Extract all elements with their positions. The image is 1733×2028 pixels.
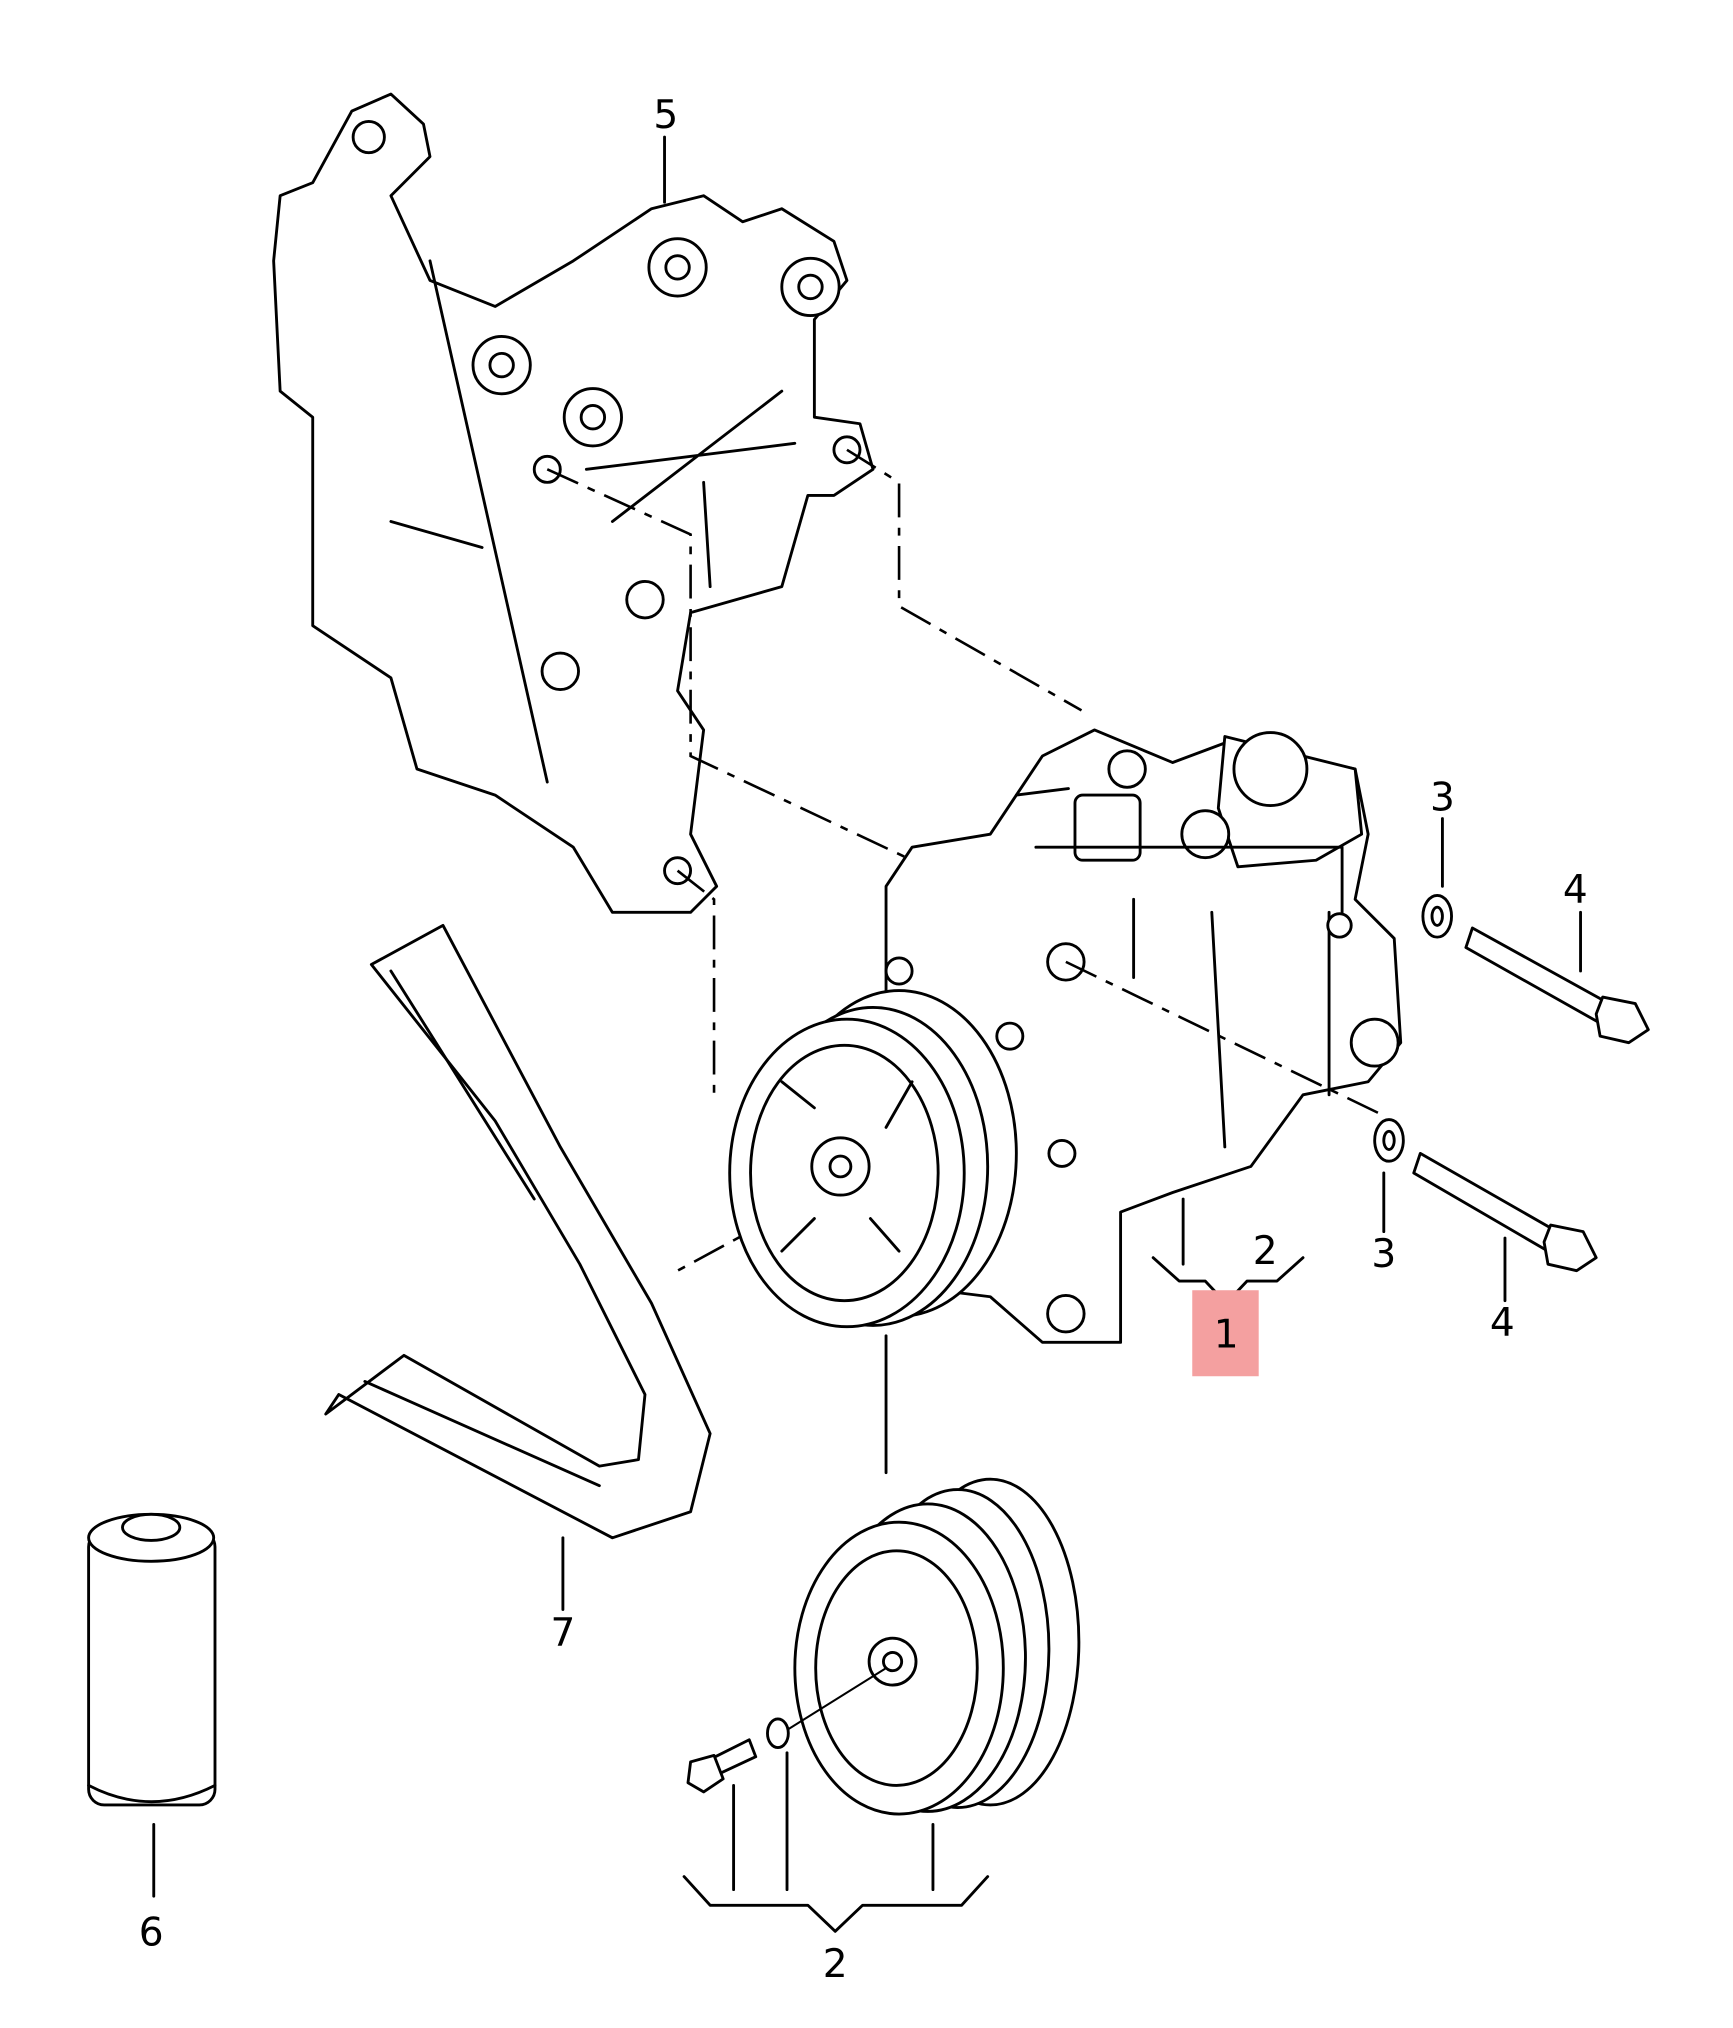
oil-can[interactable] xyxy=(87,1512,217,1807)
callout-3-lower[interactable]: 3 xyxy=(1371,1232,1396,1277)
callout-5[interactable]: 5 xyxy=(653,93,678,138)
ac-compressor[interactable] xyxy=(728,728,1403,1344)
leader-lines xyxy=(152,135,1582,1933)
mounting-bracket[interactable] xyxy=(272,92,875,914)
lower-bolt[interactable] xyxy=(1412,1151,1598,1273)
callout-2-compressor[interactable]: 2 xyxy=(1253,1229,1278,1274)
lower-washer[interactable] xyxy=(1373,1118,1405,1163)
callout-4-lower[interactable]: 4 xyxy=(1490,1301,1515,1346)
callout-2-pulley[interactable]: 2 xyxy=(823,1942,848,1987)
callout-6[interactable]: 6 xyxy=(139,1911,164,1956)
upper-washer[interactable] xyxy=(1421,893,1453,939)
drive-belt[interactable] xyxy=(324,923,712,1540)
upper-bolt[interactable] xyxy=(1464,926,1650,1045)
callout-1[interactable]: 1 xyxy=(1214,1313,1239,1358)
highlight-box xyxy=(1192,1290,1259,1377)
callout-4-upper[interactable]: 4 xyxy=(1563,868,1588,913)
callout-7[interactable]: 7 xyxy=(550,1611,575,1656)
pulley-assembly[interactable] xyxy=(686,1477,1081,1816)
callout-3-upper[interactable]: 3 xyxy=(1430,776,1455,821)
